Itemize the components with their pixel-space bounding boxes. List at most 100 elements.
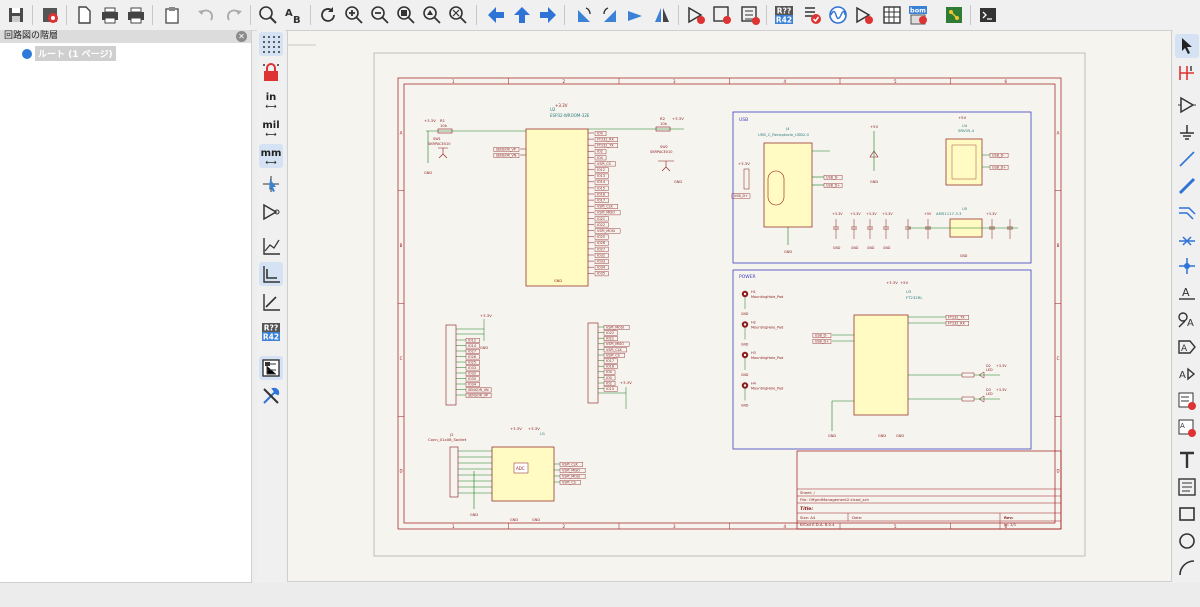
header1-3v3: +3.3V [480,313,492,318]
usb-connector-symbol[interactable] [763,142,813,228]
add-bus-entry-icon[interactable] [1175,202,1199,226]
zoom-objects-icon[interactable] [420,3,444,27]
add-wire-icon[interactable] [1175,147,1199,171]
sw1-ref: SW1 [433,137,441,141]
hier-sheet-icon[interactable] [1175,389,1199,413]
add-textbox-icon[interactable] [1175,475,1199,499]
undo-icon[interactable] [194,3,218,27]
r1-ref: R1 [440,118,446,123]
wire-mode-free-icon[interactable] [259,234,283,258]
units-inches-button[interactable]: in⟷ [265,91,277,111]
properties-tools-icon[interactable] [259,384,283,408]
junction-icon[interactable] [1175,254,1199,278]
paste-icon[interactable] [160,3,184,27]
pcb-editor-icon[interactable] [942,3,966,27]
navigate-back-icon[interactable] [484,3,508,27]
hierarchy-root-item[interactable]: ルート (1 ページ) [22,46,116,61]
units-mil-label: mil [262,119,280,131]
j2-symbol[interactable] [449,446,459,498]
no-connect-icon[interactable] [1175,229,1199,253]
mounting-hole-ref: H1 [751,290,756,294]
hier-label-icon[interactable]: A [1175,362,1199,386]
net-class-icon[interactable]: A [1175,308,1199,332]
zoom-fit-icon[interactable] [394,3,418,27]
zoom-out-icon[interactable] [368,3,392,27]
show-pin-types-icon[interactable] [259,200,283,224]
add-arc-icon[interactable] [1175,556,1199,580]
redo-icon[interactable] [222,3,246,27]
zoom-selection-icon[interactable] [446,3,470,27]
footprint-assign-icon[interactable] [738,3,762,27]
net-label-icon[interactable]: A [1175,281,1199,305]
rotate-cw-icon[interactable] [598,3,622,27]
print-icon[interactable] [98,3,122,27]
tb-sheet: Sheet: / [800,490,815,495]
scripting-console-icon[interactable] [976,3,1000,27]
annotation-toggle-icon[interactable]: R??R42 [259,320,283,344]
select-icon[interactable] [1175,34,1199,58]
header1-net-label: IO25 [468,360,476,364]
esd-symbol[interactable] [945,138,983,186]
usb-net-label: USB_D+ [826,183,840,187]
save-icon[interactable] [4,3,28,27]
mcu-net-label: IO21 [597,217,605,221]
refresh-icon[interactable] [316,3,340,27]
ft232-net-label: FT232_TX [948,315,965,319]
bom-export-icon[interactable]: bom [906,3,930,27]
add-bus-icon[interactable] [1175,174,1199,198]
cursor-style-icon[interactable] [259,172,283,196]
add-circle-icon[interactable] [1175,529,1199,553]
led-3v3: +3.3V [996,364,1007,368]
status-bar [0,583,1200,607]
close-icon[interactable]: ✕ [236,31,247,42]
hierarchy-root-label: ルート (1 ページ) [35,46,116,61]
svg-text:A: A [1179,370,1186,381]
mcu-net-label: IO22 [597,223,605,227]
global-label-icon[interactable]: A [1175,335,1199,359]
find-icon[interactable] [256,3,280,27]
symbol-browser-icon[interactable] [710,3,734,27]
erc-icon[interactable] [800,3,824,27]
navigate-up-icon[interactable] [510,3,534,27]
units-mils-button[interactable]: mil⟷ [262,119,280,139]
annotate-bottom-label-left: R42 [263,333,279,342]
navigate-forward-icon[interactable] [536,3,560,27]
net-inspector-icon[interactable] [852,3,876,27]
wire-mode-45-icon[interactable] [259,290,283,314]
adc-symbol[interactable] [491,446,555,502]
add-text-icon[interactable] [1175,448,1199,472]
schematic-setup-icon[interactable] [38,3,62,27]
mcu-net-label: IO14 [597,180,605,184]
units-mm-button[interactable]: mm⟷ [259,144,283,168]
hierarchy-navigator-icon[interactable] [259,356,283,380]
plot-icon[interactable] [124,3,148,27]
header2-symbol[interactable] [587,322,599,404]
adc-gnd-b: GND [532,518,540,522]
add-power-icon[interactable] [1175,120,1199,144]
mirror-vertical-icon[interactable] [624,3,648,27]
mirror-horizontal-icon[interactable] [650,3,674,27]
wire-mode-90-icon[interactable] [259,262,283,286]
header1-symbol[interactable] [445,324,457,406]
reg-gnd-label: GND [960,254,968,258]
rotate-ccw-icon[interactable] [572,3,596,27]
mcu-net-label-left: SENSOR_VN [496,153,517,157]
ft232-symbol[interactable] [853,314,909,416]
add-rectangle-icon[interactable] [1175,502,1199,526]
highlight-net-icon[interactable] [1175,61,1199,85]
zoom-in-icon[interactable] [342,3,366,27]
symbol-editor-icon[interactable] [684,3,708,27]
grid-toggle-icon[interactable] [259,32,283,56]
cap-3v3-label: +3.3V [882,212,893,216]
simulator-icon[interactable] [826,3,850,27]
grid-overrides-icon[interactable] [259,60,283,84]
import-sheet-pin-icon[interactable]: A [1175,416,1199,440]
add-symbol-icon[interactable] [1175,93,1199,117]
frame-row-label: C [1057,356,1060,361]
bom-table-icon[interactable] [880,3,904,27]
annotate-icon[interactable]: R?? R42 [772,3,796,27]
page-settings-icon[interactable] [72,3,96,27]
mcu-symbol[interactable] [525,128,589,287]
